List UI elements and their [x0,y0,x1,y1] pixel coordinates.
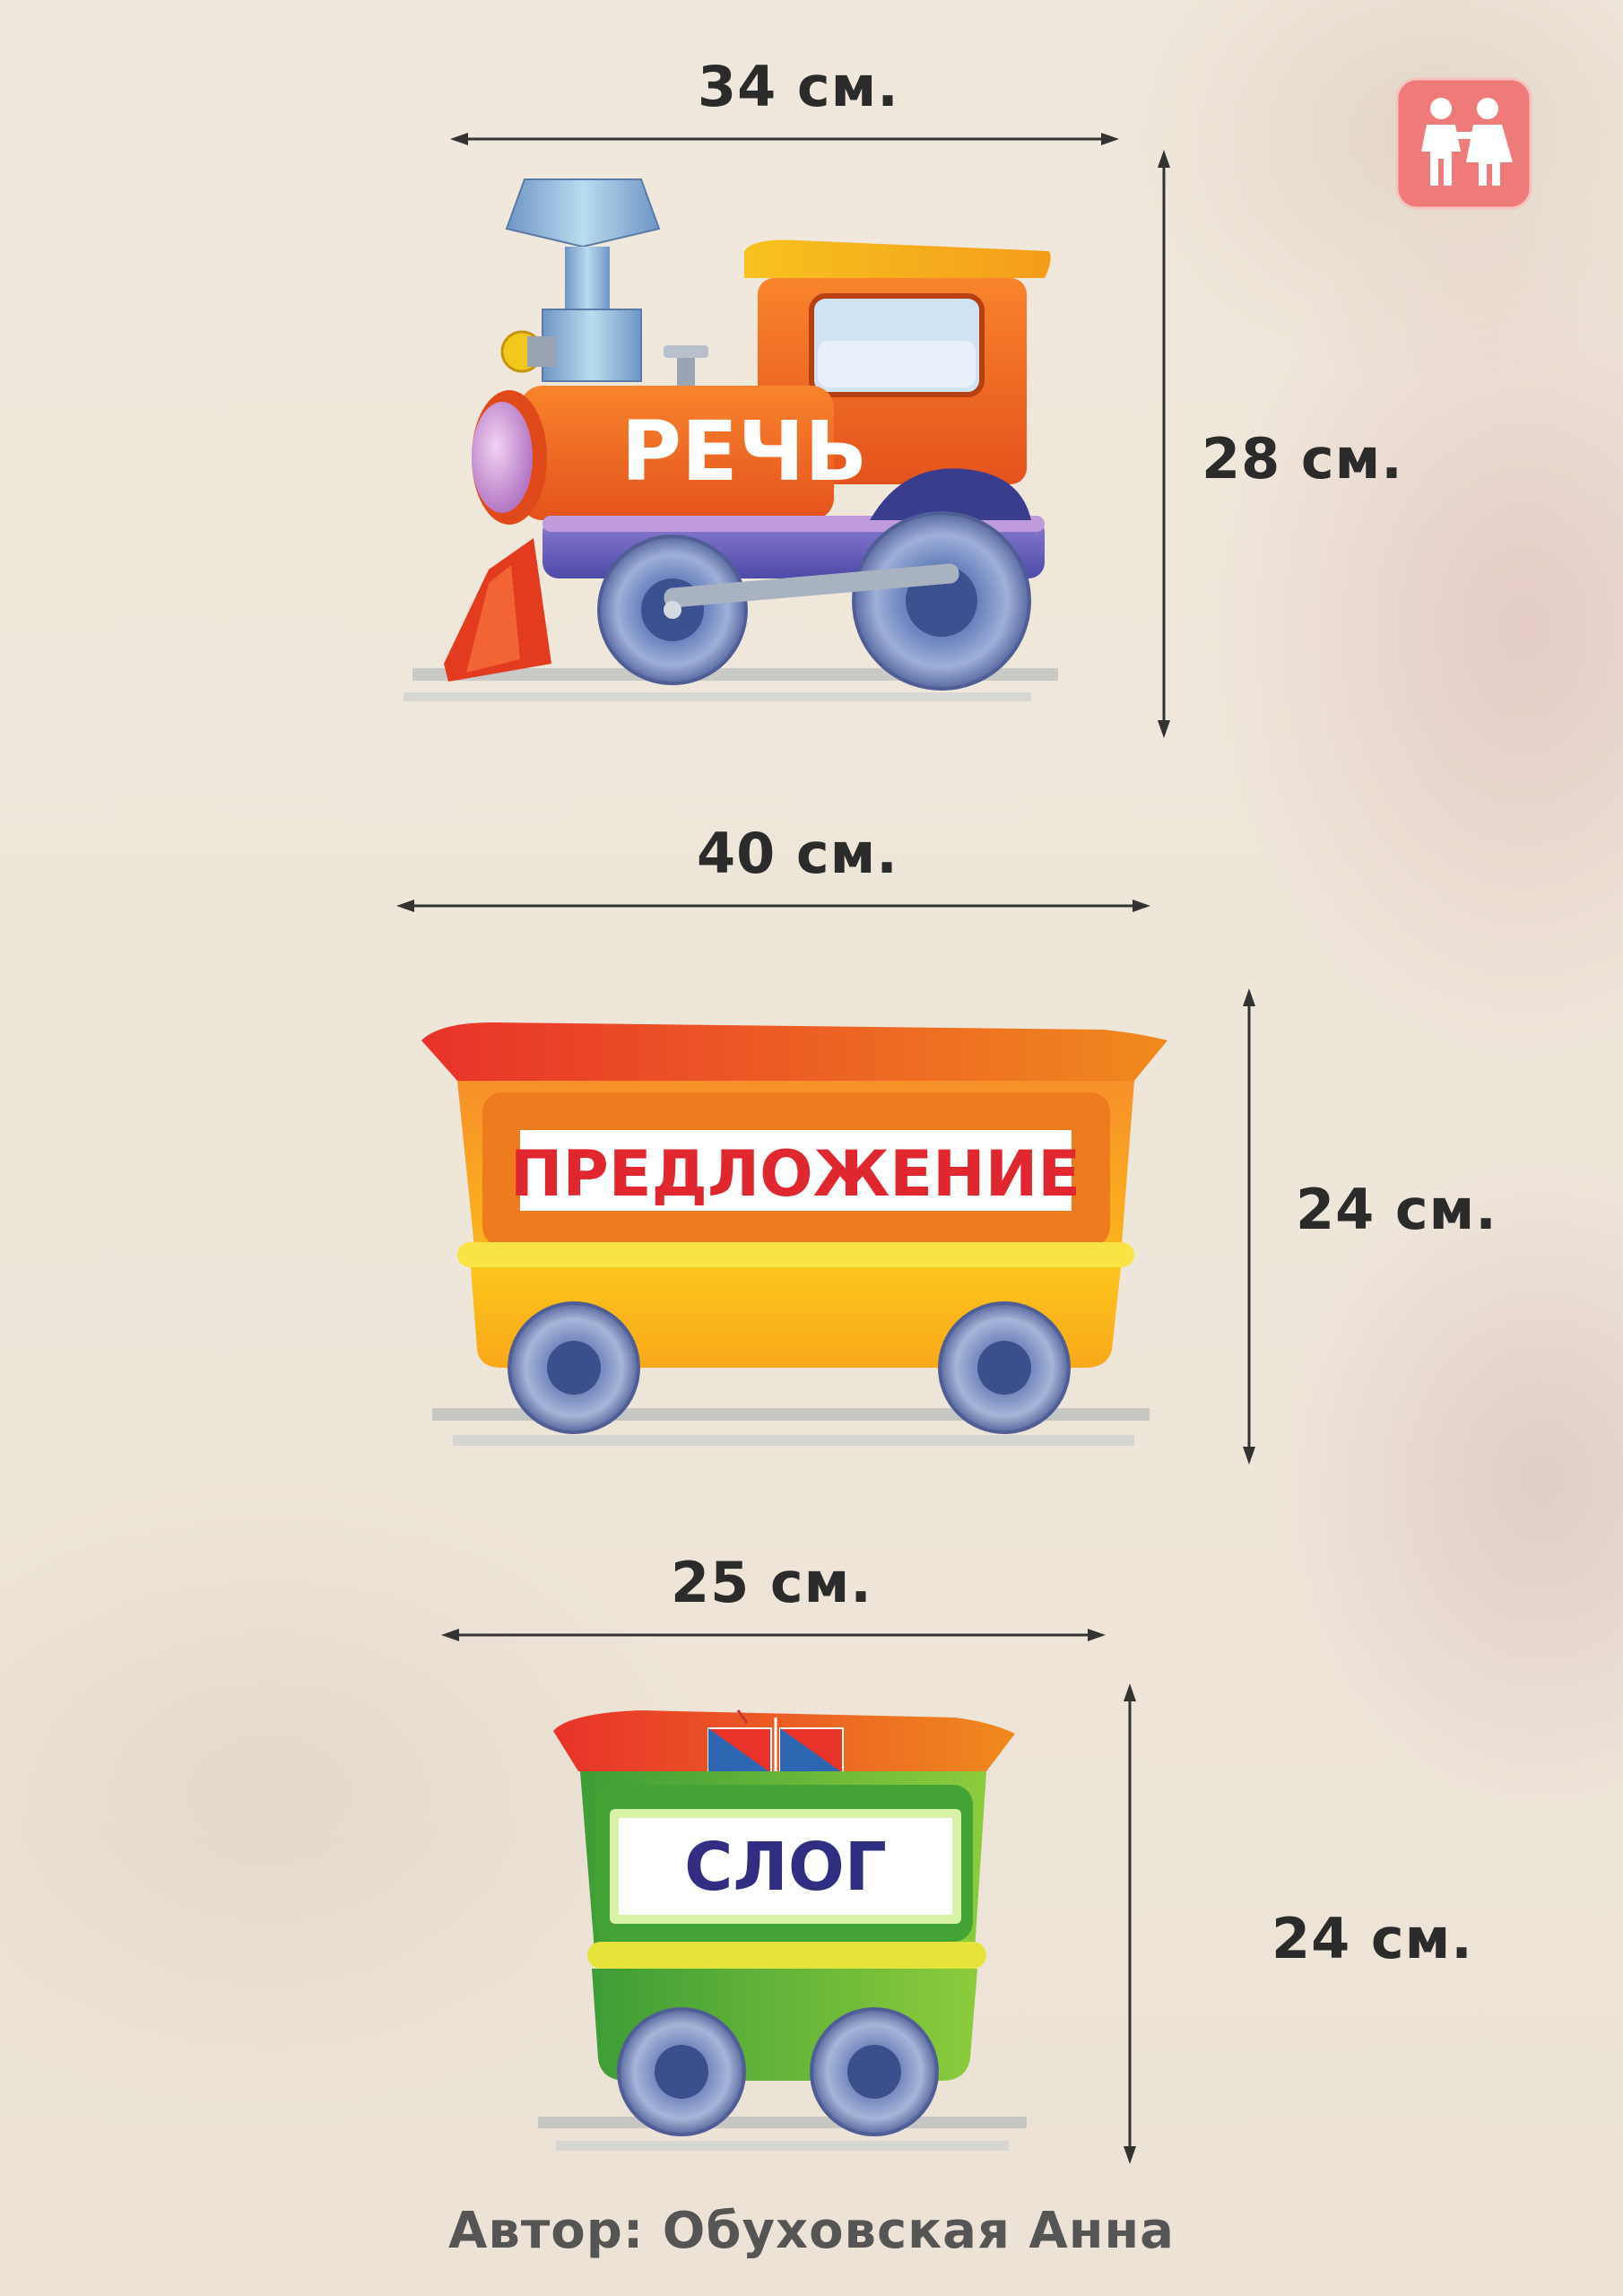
wagon-small-height-label: 24 см. [1271,1906,1473,1971]
locomotive-label: РЕЧЬ [621,404,868,500]
wagon-large-label: ПРЕДЛОЖЕНИЕ [510,1137,1081,1211]
locomotive-width-arrow [450,133,1119,145]
locomotive-height-label: 28 см. [1202,426,1403,491]
locomotive-width-label: 34 см. [698,54,899,119]
wagon-large-height-label: 24 см. [1296,1177,1497,1242]
wagon-small-label: СЛОГ [684,1829,887,1906]
locomotive-height-arrow [1158,150,1170,738]
kids-logo-icon [1395,77,1532,210]
syllable-scheme-icon [707,1709,844,1785]
wagon-small-width-arrow [441,1629,1106,1641]
wagon-large-image: ПРЕДЛОЖЕНИЕ [421,1022,1167,1446]
author-credit: Автор: Обуховская Анна [448,2202,1175,2260]
wagon-large-height-arrow [1243,988,1255,1465]
wagon-small-width-label: 25 см. [671,1550,872,1615]
wagon-large-width-label: 40 см. [697,821,898,886]
wagon-large-width-arrow [396,900,1150,912]
wagon-small-height-arrow [1124,1683,1136,2164]
wagon-small-image: СЛОГ [538,1709,1027,2151]
locomotive-image: РЕЧЬ [404,178,1058,701]
